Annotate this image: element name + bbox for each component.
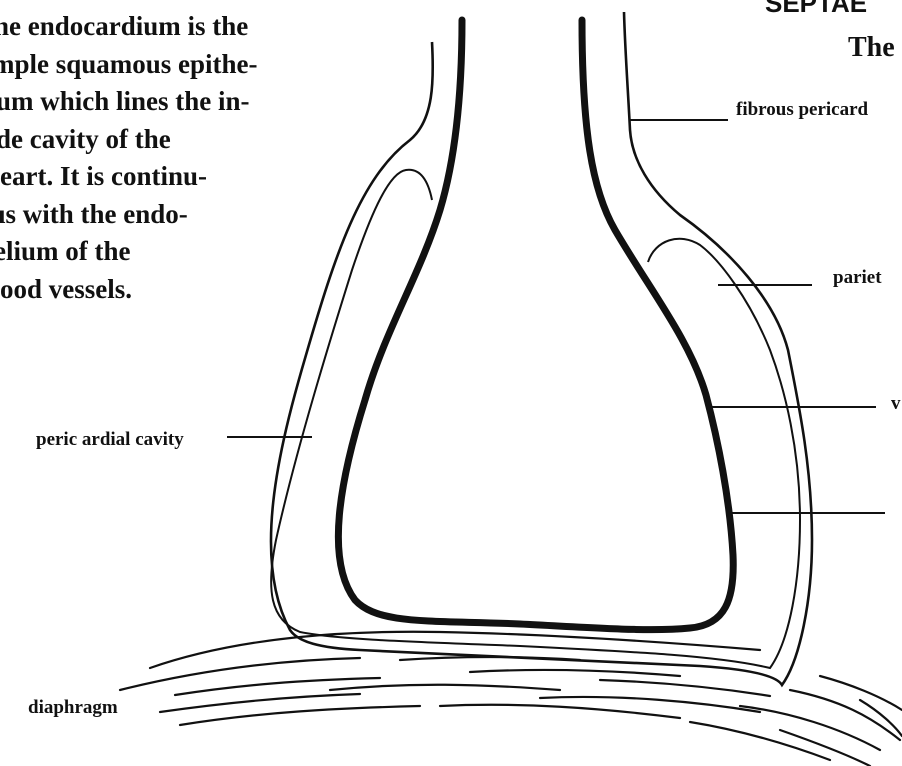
diaphragm-strokes bbox=[120, 632, 902, 766]
label-visceral: v bbox=[891, 393, 901, 414]
label-fibrous-pericardium: fibrous pericard bbox=[736, 99, 869, 120]
label-pericardial-cavity: peric ardial cavity bbox=[36, 429, 184, 450]
leader-lines bbox=[227, 120, 885, 513]
label-parietal: pariet bbox=[833, 267, 882, 288]
label-diaphragm: diaphragm bbox=[28, 697, 118, 718]
heart-outline bbox=[338, 20, 733, 630]
